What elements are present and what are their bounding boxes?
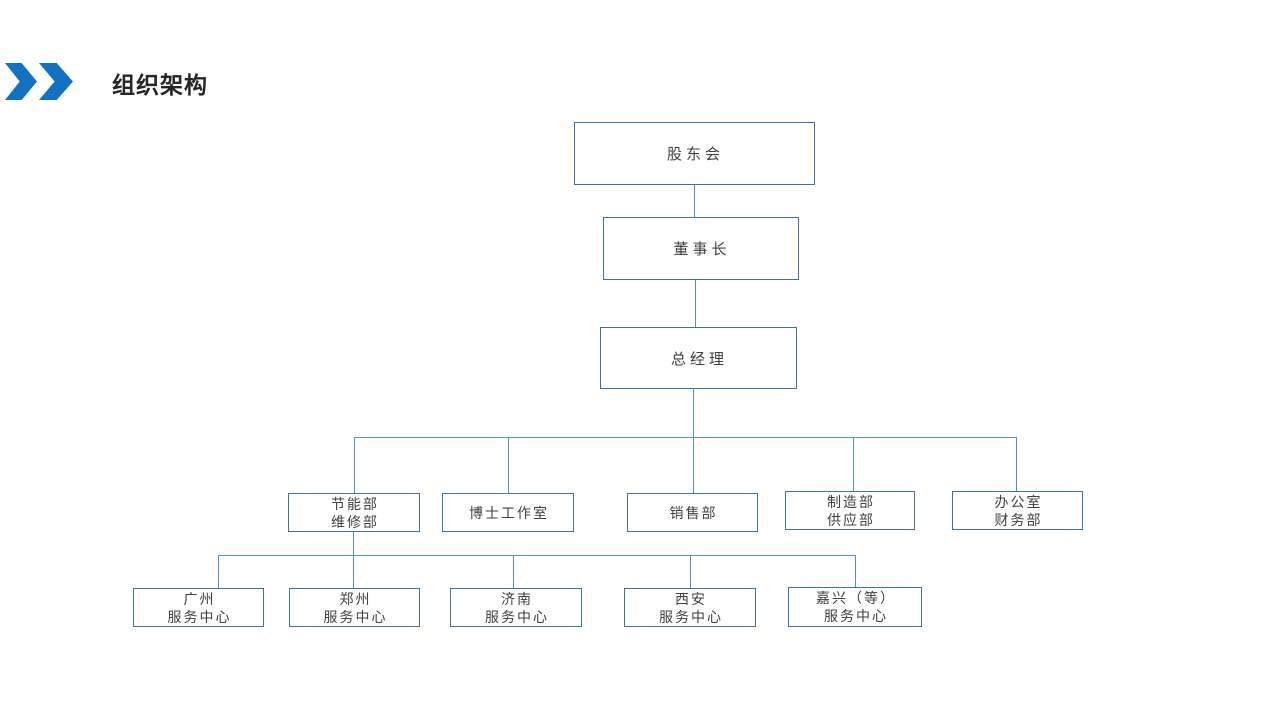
org-node-jinan-center: 济南 服务中心 (450, 588, 582, 627)
org-node-shareholders: 股东会 (574, 122, 815, 185)
connector-gm-sales (693, 389, 694, 493)
connector-center-rail (218, 555, 856, 556)
connector-drop-jinan (513, 555, 514, 588)
org-node-xian-center: 西安 服务中心 (624, 588, 756, 627)
connector-drop-guangzhou (218, 555, 219, 588)
org-node-zhengzhou-center: 郑州 服务中心 (289, 588, 420, 627)
page-title: 组织架构 (112, 72, 208, 98)
connector-drop-jiaxing (855, 555, 856, 587)
connector-drop-energy (354, 437, 355, 493)
org-node-chairman: 董事长 (603, 217, 799, 280)
connector-drop-manufacturing (853, 437, 854, 491)
chevron-right-icon (5, 63, 37, 100)
connector-shareholders-chairman (694, 185, 695, 217)
org-node-office-finance: 办公室 财务部 (952, 491, 1083, 530)
connector-drop-phd (508, 437, 509, 493)
org-node-phd-studio: 博士工作室 (442, 493, 574, 532)
connector-chairman-gm (695, 280, 696, 327)
connector-drop-xian (690, 555, 691, 588)
connector-dept-rail (354, 437, 1017, 438)
chevron-right-icon (39, 63, 73, 100)
org-node-general-manager: 总经理 (600, 327, 797, 389)
org-node-jiaxing-center: 嘉兴（等） 服务中心 (788, 587, 922, 627)
org-node-energy-maintenance: 节能部 维修部 (288, 493, 420, 532)
org-node-manufacturing-supply: 制造部 供应部 (785, 491, 915, 530)
org-node-sales: 销售部 (627, 493, 758, 532)
org-node-guangzhou-center: 广州 服务中心 (133, 588, 264, 627)
connector-energy-zhengzhou (353, 532, 354, 588)
connector-drop-office (1016, 437, 1017, 491)
